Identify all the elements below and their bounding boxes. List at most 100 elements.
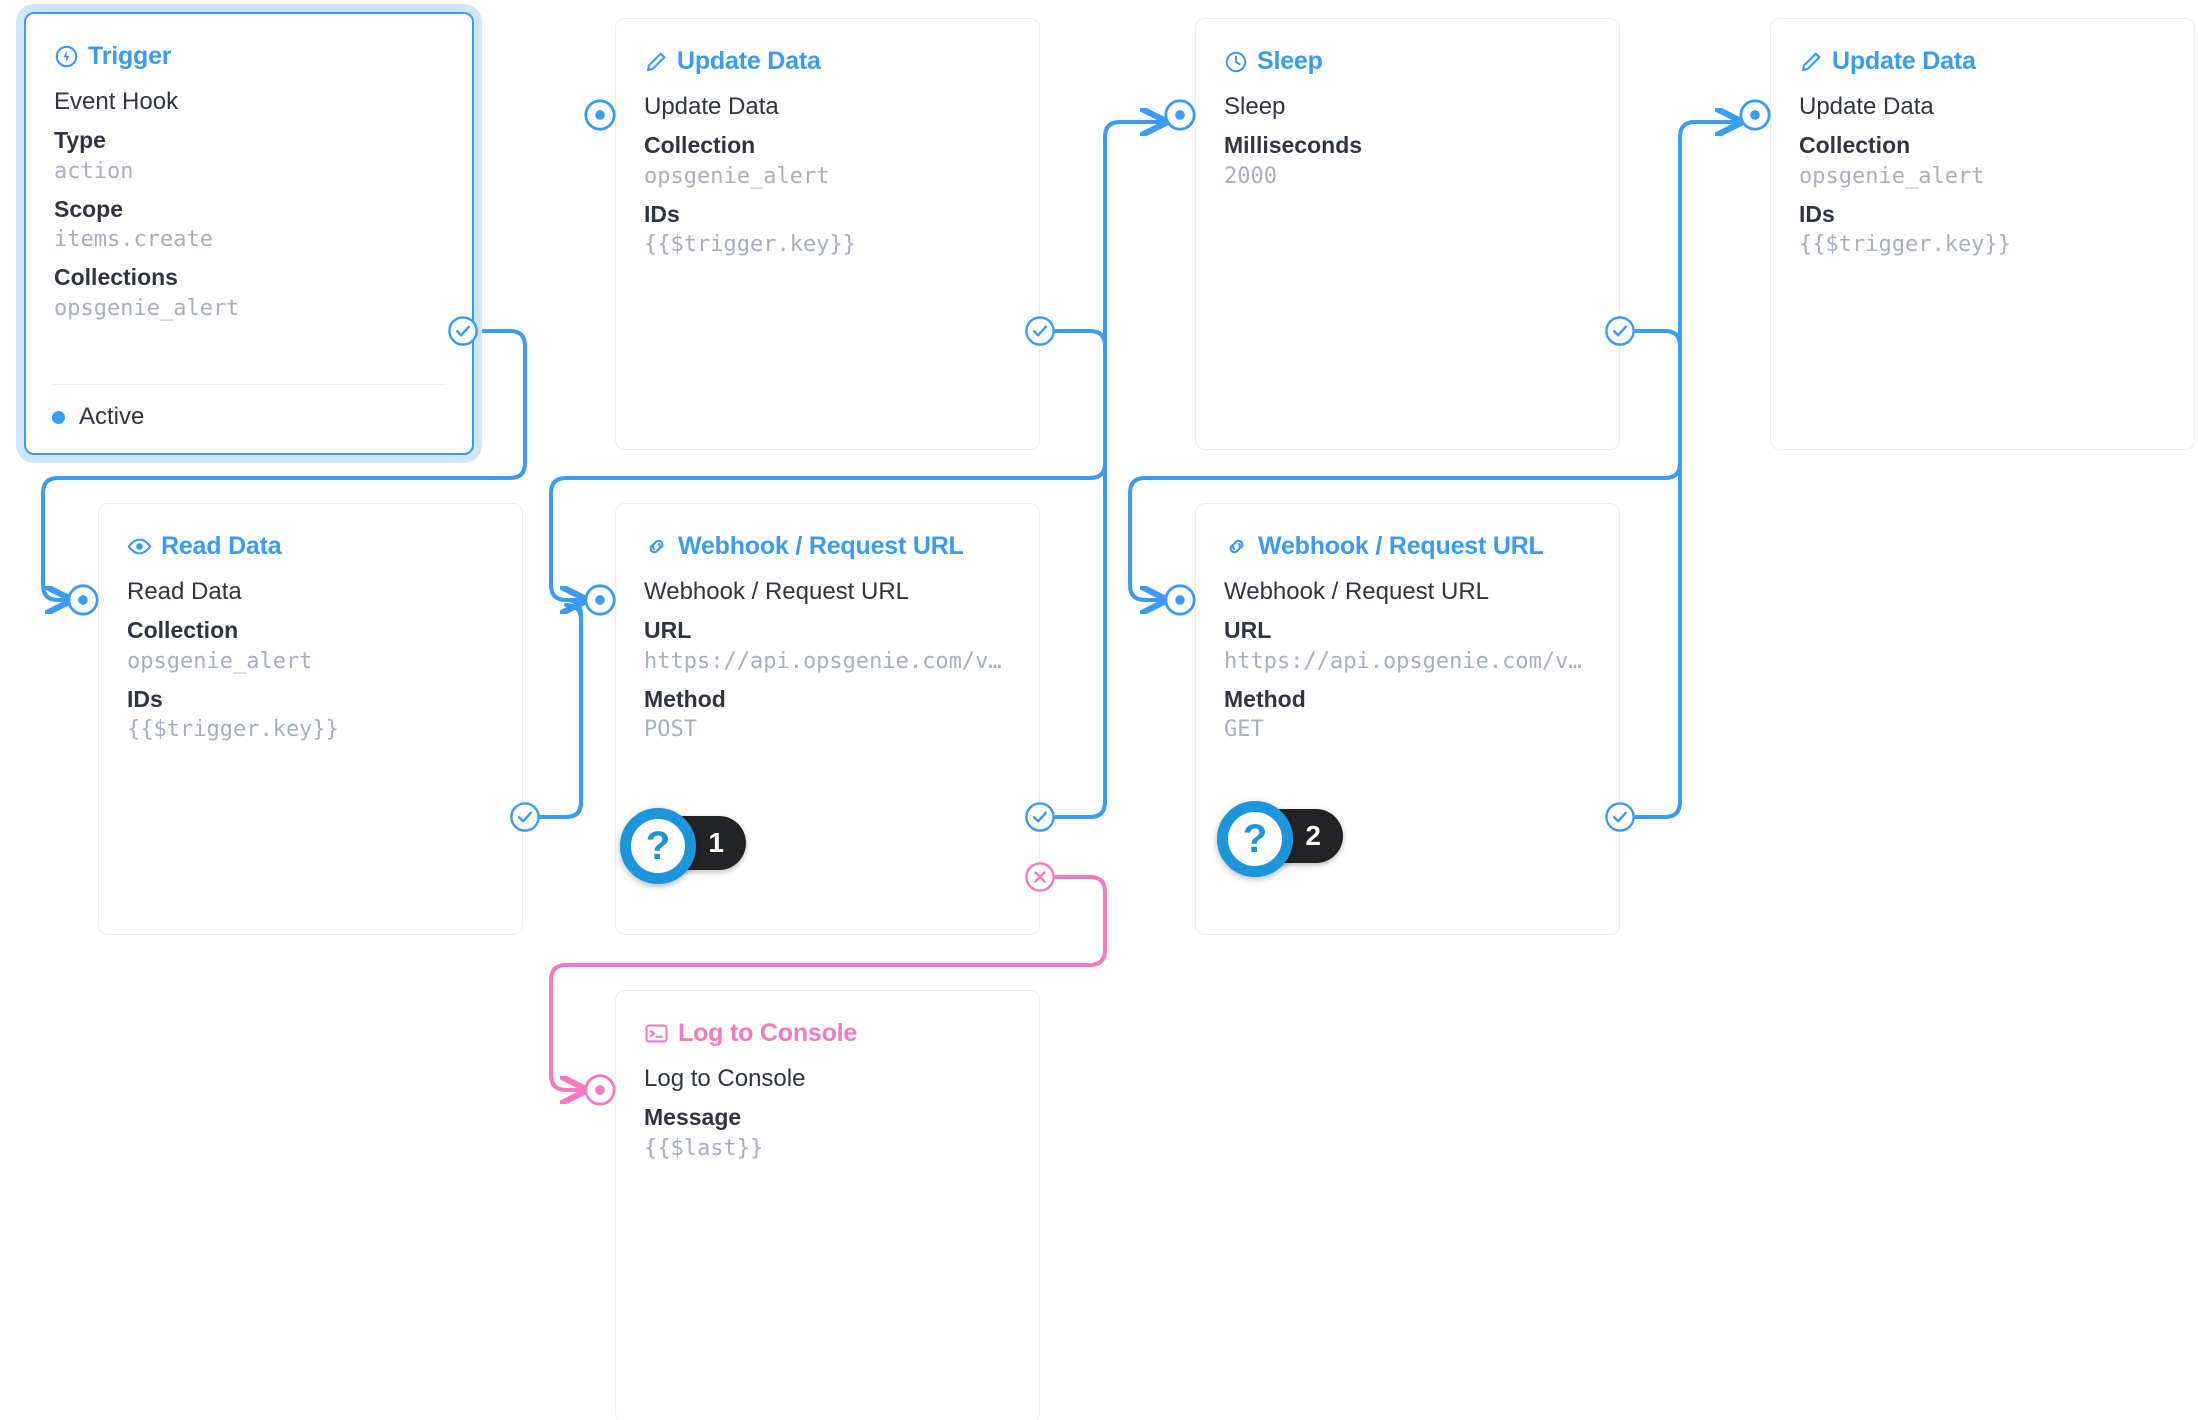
field-value-ids: {{$trigger.key}} bbox=[1799, 232, 2011, 258]
field-label-ids: IDs bbox=[644, 200, 680, 227]
status-dot-icon bbox=[52, 410, 65, 424]
field-value-method: POST bbox=[644, 717, 697, 743]
port-input-read-data[interactable] bbox=[66, 583, 100, 622]
field-value-method: GET bbox=[1224, 717, 1264, 743]
port-input-sleep[interactable] bbox=[1163, 98, 1197, 137]
node-header-update-data-2: Update Data bbox=[1771, 19, 2194, 74]
node-card-sleep[interactable]: Sleep Sleep Milliseconds 2000 bbox=[1195, 18, 1620, 450]
field-label-message: Message bbox=[644, 1104, 742, 1131]
help-badge-count: 2 bbox=[1305, 820, 1321, 851]
field-label-url: URL bbox=[1224, 617, 1272, 644]
node-header-label: Webhook / Request URL bbox=[1258, 532, 1544, 560]
node-header-webhook-2: Webhook / Request URL bbox=[1196, 504, 1619, 559]
node-header-trigger: Trigger bbox=[26, 14, 472, 69]
node-card-trigger[interactable]: Trigger Event Hook Type action Scope ite… bbox=[24, 12, 474, 455]
help-badge-webhook-2[interactable]: 2 ? bbox=[1217, 801, 1343, 877]
node-header-webhook-1: Webhook / Request URL bbox=[616, 504, 1039, 559]
help-badge-glyph: ? bbox=[1242, 817, 1268, 861]
node-body-sleep: Sleep Milliseconds 2000 bbox=[1196, 74, 1619, 192]
field-label-method: Method bbox=[644, 685, 726, 712]
link-icon bbox=[1224, 534, 1249, 559]
node-card-update-data-2[interactable]: Update Data Update Data Collection opsge… bbox=[1770, 18, 2195, 450]
field-value-ids: {{$trigger.key}} bbox=[644, 232, 856, 258]
node-header-label: Sleep bbox=[1257, 47, 1323, 75]
node-row-title: Event Hook bbox=[54, 88, 179, 115]
port-resolve-webhook-1[interactable] bbox=[1024, 801, 1056, 838]
field-label-type: Type bbox=[54, 127, 106, 154]
question-mark-icon[interactable]: ? bbox=[1217, 801, 1293, 877]
port-resolve-read-data[interactable] bbox=[509, 801, 541, 838]
node-header-log-to-console: Log to Console bbox=[616, 991, 1039, 1046]
port-reject-webhook-1[interactable] bbox=[1024, 861, 1056, 898]
port-input-webhook-1[interactable] bbox=[583, 583, 617, 622]
field-value-scope: items.create bbox=[54, 227, 213, 253]
field-label-milliseconds: Milliseconds bbox=[1224, 132, 1363, 159]
port-resolve-sleep[interactable] bbox=[1604, 315, 1636, 352]
field-value-url: https://api.opsgenie.com/v… bbox=[644, 648, 1002, 674]
field-value-message: {{$last}} bbox=[644, 1135, 764, 1161]
node-header-label: Trigger bbox=[88, 42, 172, 70]
node-header-label: Update Data bbox=[1832, 47, 1976, 75]
node-row-title: Log to Console bbox=[644, 1065, 806, 1092]
node-body-webhook-2: Webhook / Request URL URL https://api.op… bbox=[1196, 559, 1619, 745]
link-icon bbox=[644, 534, 669, 559]
node-header-read-data: Read Data bbox=[99, 504, 522, 559]
field-value-collections: opsgenie_alert bbox=[54, 295, 240, 321]
field-value-url: https://api.opsgenie.com/v… bbox=[1224, 648, 1582, 674]
help-badge-count: 1 bbox=[708, 827, 724, 858]
field-label-collection: Collection bbox=[1799, 132, 1911, 159]
port-input-webhook-2[interactable] bbox=[1163, 583, 1197, 622]
node-body-trigger: Event Hook Type action Scope items.creat… bbox=[26, 69, 472, 324]
node-card-read-data[interactable]: Read Data Read Data Collection opsgenie_… bbox=[98, 503, 523, 935]
port-input-log-to-console[interactable] bbox=[583, 1073, 617, 1112]
field-label-collections: Collections bbox=[54, 264, 178, 291]
node-row-title: Webhook / Request URL bbox=[644, 578, 910, 605]
node-card-update-data-1[interactable]: Update Data Update Data Collection opsge… bbox=[615, 18, 1040, 450]
field-label-method: Method bbox=[1224, 685, 1306, 712]
node-header-label: Webhook / Request URL bbox=[678, 532, 964, 560]
field-label-url: URL bbox=[644, 617, 692, 644]
help-badge-glyph: ? bbox=[645, 824, 671, 868]
node-body-read-data: Read Data Collection opsgenie_alert IDs … bbox=[99, 559, 522, 745]
node-header-label: Read Data bbox=[161, 532, 282, 560]
field-label-ids: IDs bbox=[127, 685, 163, 712]
node-body-update-data-2: Update Data Collection opsgenie_alert ID… bbox=[1771, 74, 2194, 260]
question-mark-icon[interactable]: ? bbox=[620, 808, 696, 884]
port-resolve-trigger[interactable] bbox=[447, 315, 479, 352]
field-value-collection: opsgenie_alert bbox=[1799, 163, 1985, 189]
pencil-icon bbox=[1799, 50, 1823, 74]
node-row-title: Webhook / Request URL bbox=[1224, 578, 1490, 605]
field-value-milliseconds: 2000 bbox=[1224, 163, 1277, 189]
node-body-log-to-console: Log to Console Message {{$last}} bbox=[616, 1046, 1039, 1164]
node-row-title: Update Data bbox=[644, 93, 779, 120]
node-card-log-to-console[interactable]: Log to Console Log to Console Message {{… bbox=[615, 990, 1040, 1420]
field-label-collection: Collection bbox=[127, 617, 239, 644]
field-value-collection: opsgenie_alert bbox=[644, 163, 830, 189]
node-body-webhook-1: Webhook / Request URL URL https://api.op… bbox=[616, 559, 1039, 745]
node-row-title: Sleep bbox=[1224, 93, 1286, 120]
node-row-title: Read Data bbox=[127, 578, 242, 605]
terminal-icon bbox=[644, 1021, 669, 1046]
clock-icon bbox=[1224, 50, 1248, 74]
field-value-type: action bbox=[54, 158, 134, 184]
node-header-update-data-1: Update Data bbox=[616, 19, 1039, 74]
wire-read-data-to-webhook1 bbox=[539, 603, 583, 819]
field-label-ids: IDs bbox=[1799, 200, 1835, 227]
help-badge-webhook-1[interactable]: 1 ? bbox=[620, 808, 746, 884]
port-resolve-update-data-1[interactable] bbox=[1024, 315, 1056, 352]
status-badge: Active bbox=[79, 403, 145, 430]
node-body-update-data-1: Update Data Collection opsgenie_alert ID… bbox=[616, 74, 1039, 260]
wire-webhook1-to-sleep bbox=[1054, 122, 1165, 819]
node-header-label: Update Data bbox=[677, 47, 821, 75]
field-label-collection: Collection bbox=[644, 132, 756, 159]
field-value-collection: opsgenie_alert bbox=[127, 648, 313, 674]
port-resolve-webhook-2[interactable] bbox=[1604, 801, 1636, 838]
wire-read-data-to-webhook1-arrow bbox=[539, 600, 585, 819]
port-input-update-data-1[interactable] bbox=[583, 98, 617, 137]
eye-icon bbox=[127, 534, 152, 559]
node-header-sleep: Sleep bbox=[1196, 19, 1619, 74]
pencil-icon bbox=[644, 50, 668, 74]
bolt-circle-icon bbox=[54, 44, 79, 69]
port-input-update-data-2[interactable] bbox=[1738, 98, 1772, 137]
